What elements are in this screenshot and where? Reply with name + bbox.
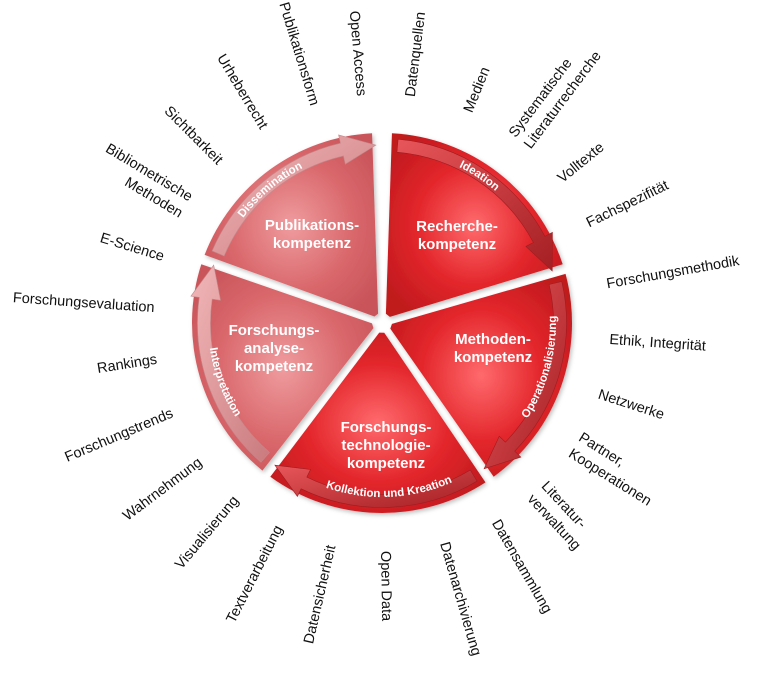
- segment-recherche: [385, 133, 563, 317]
- outer-label: Datensammlung: [488, 517, 555, 616]
- svg-text:Literatur-verwaltung: Literatur-verwaltung: [524, 478, 597, 553]
- svg-text:Datenquellen: Datenquellen: [403, 11, 429, 98]
- outer-label: Partner,Kooperationen: [566, 430, 665, 510]
- outer-label: Wahrnehmung: [120, 455, 205, 525]
- arrow-technologie: [274, 464, 478, 508]
- outer-label: Datensicherheit: [301, 544, 339, 646]
- svg-text:Forschungstrends: Forschungstrends: [63, 406, 176, 466]
- svg-text:BibliometrischeMethoden: BibliometrischeMethoden: [93, 141, 195, 222]
- svg-text:Publikationsform: Publikationsform: [275, 0, 322, 107]
- outer-label: Urheberrecht: [213, 51, 270, 132]
- outer-label: Datenarchivierung: [436, 540, 484, 658]
- outer-label: SystematischeLiteraturrecherche: [506, 37, 605, 152]
- outer-label: Medien: [461, 65, 494, 115]
- outer-label: Textverarbeitung: [224, 523, 287, 626]
- svg-text:Netzwerke: Netzwerke: [596, 387, 666, 423]
- svg-text:Rankings: Rankings: [96, 352, 158, 377]
- segment-label-publikation: Publikations-kompetenz: [265, 217, 359, 252]
- arrow-publikation: [211, 134, 377, 257]
- outer-label: Sichtbarkeit: [161, 103, 226, 168]
- outer-label: Publikationsform: [275, 0, 322, 107]
- segment-technologie: [270, 332, 486, 513]
- svg-text:Volltexte: Volltexte: [555, 140, 608, 187]
- outer-label: Visualisierung: [172, 493, 242, 572]
- outer-label: Datenquellen: [403, 11, 429, 98]
- outer-label: Ethik, Integrität: [609, 332, 707, 355]
- svg-text:Fachspezifität: Fachspezifität: [584, 178, 671, 232]
- svg-text:Visualisierung: Visualisierung: [172, 493, 242, 572]
- svg-text:Open Access: Open Access: [346, 10, 369, 97]
- svg-text:Urheberrecht: Urheberrecht: [213, 51, 270, 132]
- segment-label-technologie: Forschungs-technologie-kompetenz: [341, 419, 432, 472]
- svg-text:Partner,Kooperationen: Partner,Kooperationen: [566, 430, 665, 510]
- svg-text:Medien: Medien: [461, 65, 494, 115]
- svg-text:SystematischeLiteraturrecherch: SystematischeLiteraturrecherche: [506, 37, 605, 152]
- svg-text:Wahrnehmung: Wahrnehmung: [120, 455, 205, 525]
- svg-text:Ethik, Integrität: Ethik, Integrität: [609, 332, 707, 355]
- outer-label: Literatur-verwaltung: [524, 478, 597, 553]
- svg-text:Open Data: Open Data: [377, 551, 394, 622]
- outer-label: Volltexte: [555, 140, 608, 187]
- arrow-analyse: [190, 264, 270, 463]
- outer-label: E-Science: [98, 230, 166, 265]
- arrow-recherche: [396, 138, 553, 272]
- outer-label: Open Access: [346, 10, 369, 97]
- outer-label: BibliometrischeMethoden: [93, 141, 196, 222]
- outer-label: Fachspezifität: [584, 178, 671, 232]
- svg-text:Forschungsmethodik: Forschungsmethodik: [605, 253, 741, 292]
- segment-publikation: [204, 133, 379, 317]
- outer-label: Forschungsevaluation: [12, 290, 155, 316]
- outer-label: Rankings: [96, 352, 158, 377]
- svg-text:Forschungsevaluation: Forschungsevaluation: [12, 290, 155, 316]
- outer-label: Open Data: [377, 551, 394, 622]
- svg-text:Datenarchivierung: Datenarchivierung: [436, 540, 484, 658]
- svg-text:E-Science: E-Science: [98, 230, 166, 265]
- arrow-methoden: [483, 281, 567, 470]
- segment-label-recherche: Recherche-kompetenz: [416, 218, 498, 253]
- outer-label: Forschungstrends: [63, 406, 176, 466]
- svg-text:Datensammlung: Datensammlung: [488, 517, 555, 616]
- svg-text:Textverarbeitung: Textverarbeitung: [224, 523, 287, 626]
- segment-label-analyse: Forschungs-analyse-kompetenz: [229, 322, 320, 375]
- outer-label: Netzwerke: [596, 387, 666, 423]
- segment-label-methoden: Methoden-kompetenz: [454, 331, 532, 366]
- svg-text:Sichtbarkeit: Sichtbarkeit: [161, 103, 226, 168]
- outer-label: Forschungsmethodik: [605, 253, 741, 292]
- svg-text:Datensicherheit: Datensicherheit: [301, 544, 339, 646]
